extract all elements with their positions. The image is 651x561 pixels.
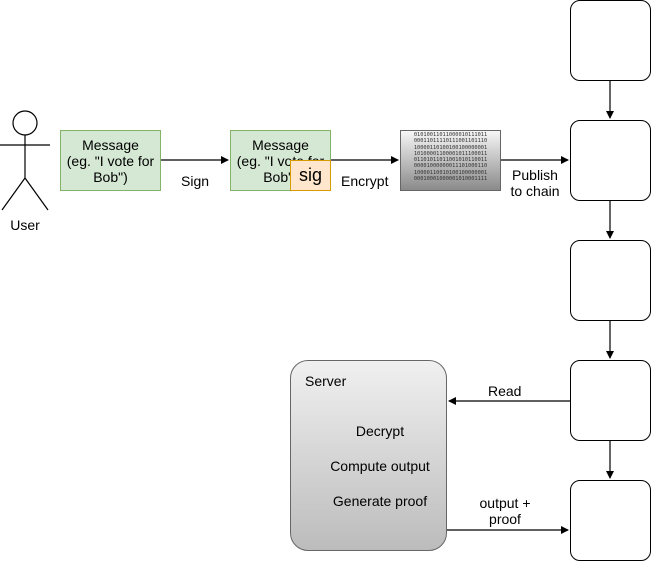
- message-line: (eg. "I vote for: [66, 152, 155, 169]
- ciphertext-line: 00010001000001010001111: [413, 176, 488, 183]
- signed-message-line: Message: [252, 136, 309, 153]
- output-label-line: output +: [479, 495, 531, 511]
- chain-block: [570, 120, 651, 201]
- chain-block: [570, 480, 651, 561]
- ciphertext-line: 10000110100100100000001: [413, 144, 488, 151]
- message-line: Message: [82, 136, 139, 153]
- ciphertext-line: 10100001100001011100011: [413, 150, 488, 157]
- output-label-line: proof: [489, 511, 521, 527]
- ciphertext-line: 00011011110111001101110: [413, 138, 488, 145]
- message-box: Message (eg. "I vote for Bob"): [60, 130, 161, 191]
- signature-badge: sig: [290, 160, 331, 191]
- user-actor-icon: [0, 110, 50, 211]
- message-line: Bob"): [93, 168, 128, 185]
- server-title: Server: [305, 373, 347, 389]
- publish-label-line: Publish: [512, 167, 558, 183]
- publish-label-line: to chain: [510, 183, 560, 199]
- chain-block: [570, 240, 651, 321]
- server-step-proof: Generate proof: [332, 493, 428, 509]
- read-label: Read: [488, 383, 522, 399]
- signed-message-line: Bob"): [263, 168, 298, 185]
- server-step-compute: Compute output: [330, 458, 430, 474]
- ciphertext-line: 00001000000011101000110: [413, 163, 488, 170]
- chain-block: [570, 0, 651, 81]
- publish-label: Publish to chain: [505, 167, 565, 199]
- chain-block: [570, 360, 651, 441]
- server-container: [290, 360, 447, 551]
- encrypt-label: Encrypt: [341, 173, 389, 189]
- ciphertext-line: 01101011011001010110011: [413, 157, 488, 164]
- ciphertext-block: 01010011011000010111011 0001101111011100…: [400, 130, 501, 191]
- server-step-decrypt: Decrypt: [355, 423, 405, 439]
- user-label: User: [10, 217, 40, 233]
- sign-label: Sign: [181, 173, 210, 189]
- ciphertext-line: 01010011011000010111011: [413, 132, 488, 138]
- ciphertext-line: 10000110010100100000001: [413, 169, 488, 176]
- output-label: output + proof: [472, 495, 538, 527]
